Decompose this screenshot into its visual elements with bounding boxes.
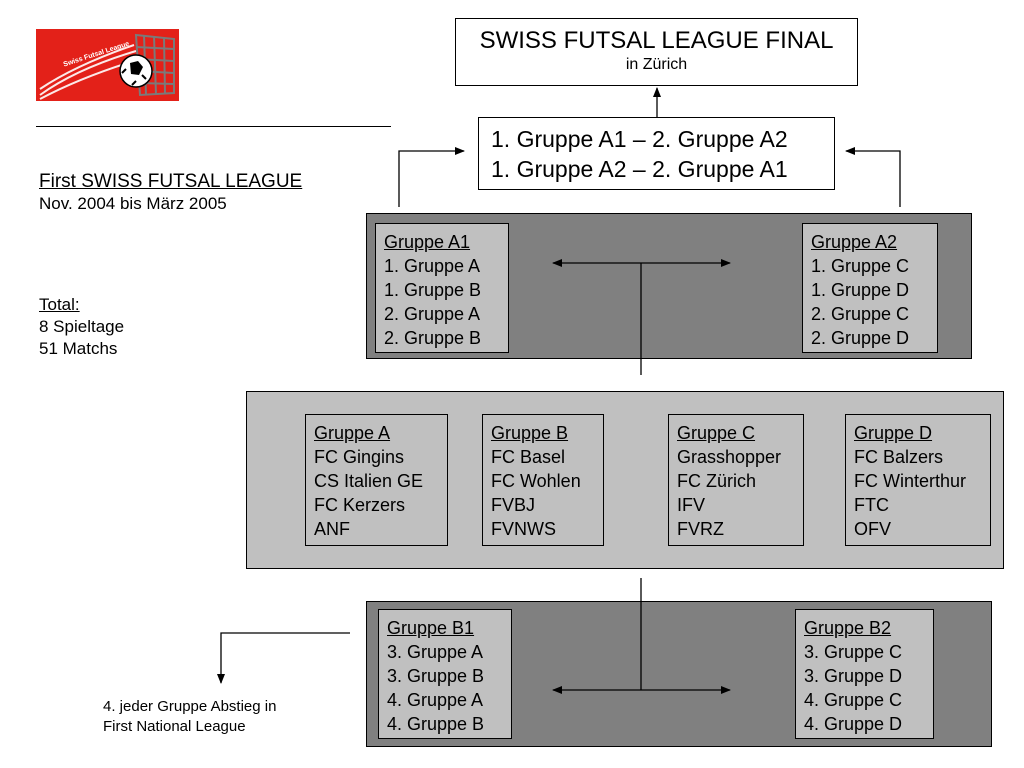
group-box-c: Gruppe C Grasshopper FC Zürich IFV FVRZ [668, 414, 804, 546]
total-line: 8 Spieltage [39, 317, 125, 336]
group-item: 1. Gruppe B [384, 280, 482, 300]
final-location: in Zürich [625, 56, 688, 73]
group-title: Gruppe D [854, 423, 933, 443]
team-item: IFV [677, 495, 706, 515]
team-item: FTC [854, 495, 889, 515]
relegation-line: First National League [103, 718, 246, 735]
final-matches-box: 1. Gruppe A1 – 2. Gruppe A2 1. Gruppe A2… [478, 117, 835, 190]
group-box-a2: Gruppe A2 1. Gruppe C 1. Gruppe D 2. Gru… [802, 223, 938, 353]
logo: Swiss Futsal League [36, 29, 179, 101]
relegation-note: 4. jeder Gruppe Abstieg in First Nationa… [103, 697, 363, 737]
group-title: Gruppe C [677, 423, 756, 443]
separator-line [36, 126, 391, 127]
group-title: Gruppe B2 [804, 618, 892, 638]
group-box-d: Gruppe D FC Balzers FC Winterthur FTC OF… [845, 414, 991, 546]
group-box-b: Gruppe B FC Basel FC Wohlen FVBJ FVNWS [482, 414, 604, 546]
group-item: 2. Gruppe D [811, 328, 910, 348]
team-item: FC Zürich [677, 471, 757, 491]
group-item: 3. Gruppe C [804, 642, 903, 662]
group-box-a: Gruppe A FC Gingins CS Italien GE FC Ker… [305, 414, 448, 546]
final-title: SWISS FUTSAL LEAGUE FINAL [479, 27, 834, 54]
team-item: FC Balzers [854, 447, 944, 467]
group-box-b2: Gruppe B2 3. Gruppe C 3. Gruppe D 4. Gru… [795, 609, 934, 739]
logo-graphic [39, 33, 175, 100]
group-item: 1. Gruppe A [384, 256, 481, 276]
group-item: 3. Gruppe A [387, 642, 484, 662]
group-item: 3. Gruppe B [387, 666, 485, 686]
final-match: 1. Gruppe A1 – 2. Gruppe A2 [491, 126, 788, 152]
total-info: Total: 8 Spieltage 51 Matchs [39, 294, 239, 360]
team-item: FVBJ [491, 495, 536, 515]
arrow-right-to-matches [845, 147, 901, 207]
group-item: 2. Gruppe A [384, 304, 481, 324]
team-item: FVRZ [677, 519, 724, 539]
relegation-line: 4. jeder Gruppe Abstieg in [103, 698, 277, 715]
group-item: 1. Gruppe D [811, 280, 910, 300]
group-item: 1. Gruppe C [811, 256, 910, 276]
team-item: FC Wohlen [491, 471, 581, 491]
group-title: Gruppe B1 [387, 618, 475, 638]
team-item: Grasshopper [677, 447, 782, 467]
relegation-arrow [217, 632, 350, 684]
team-item: ANF [314, 519, 350, 539]
group-item: 2. Gruppe B [384, 328, 482, 348]
final-match: 1. Gruppe A2 – 2. Gruppe A1 [491, 156, 788, 182]
team-item: FVNWS [491, 519, 556, 539]
group-item: 4. Gruppe A [387, 690, 484, 710]
group-title: Gruppe A2 [811, 232, 898, 252]
total-label: Total: [39, 295, 80, 314]
group-item: 4. Gruppe D [804, 714, 903, 734]
team-item: FC Basel [491, 447, 566, 467]
league-title: First SWISS FUTSAL LEAGUE [39, 171, 303, 192]
group-item: 3. Gruppe D [804, 666, 903, 686]
group-title: Gruppe A1 [384, 232, 471, 252]
group-item: 4. Gruppe B [387, 714, 485, 734]
group-box-b1: Gruppe B1 3. Gruppe A 3. Gruppe B 4. Gru… [378, 609, 512, 739]
group-box-a1: Gruppe A1 1. Gruppe A 1. Gruppe B 2. Gru… [375, 223, 509, 353]
league-info: First SWISS FUTSAL LEAGUE Nov. 2004 bis … [39, 171, 369, 215]
group-title: Gruppe A [314, 423, 391, 443]
arrow-left-to-matches [398, 147, 465, 207]
group-item: 2. Gruppe C [811, 304, 910, 324]
final-box: SWISS FUTSAL LEAGUE FINAL in Zürich [455, 18, 858, 86]
group-title: Gruppe B [491, 423, 569, 443]
team-item: OFV [854, 519, 892, 539]
team-item: FC Kerzers [314, 495, 406, 515]
league-period: Nov. 2004 bis März 2005 [39, 194, 227, 213]
team-item: FC Gingins [314, 447, 405, 467]
total-line: 51 Matchs [39, 339, 118, 358]
group-item: 4. Gruppe C [804, 690, 903, 710]
team-item: CS Italien GE [314, 471, 424, 491]
team-item: FC Winterthur [854, 471, 967, 491]
